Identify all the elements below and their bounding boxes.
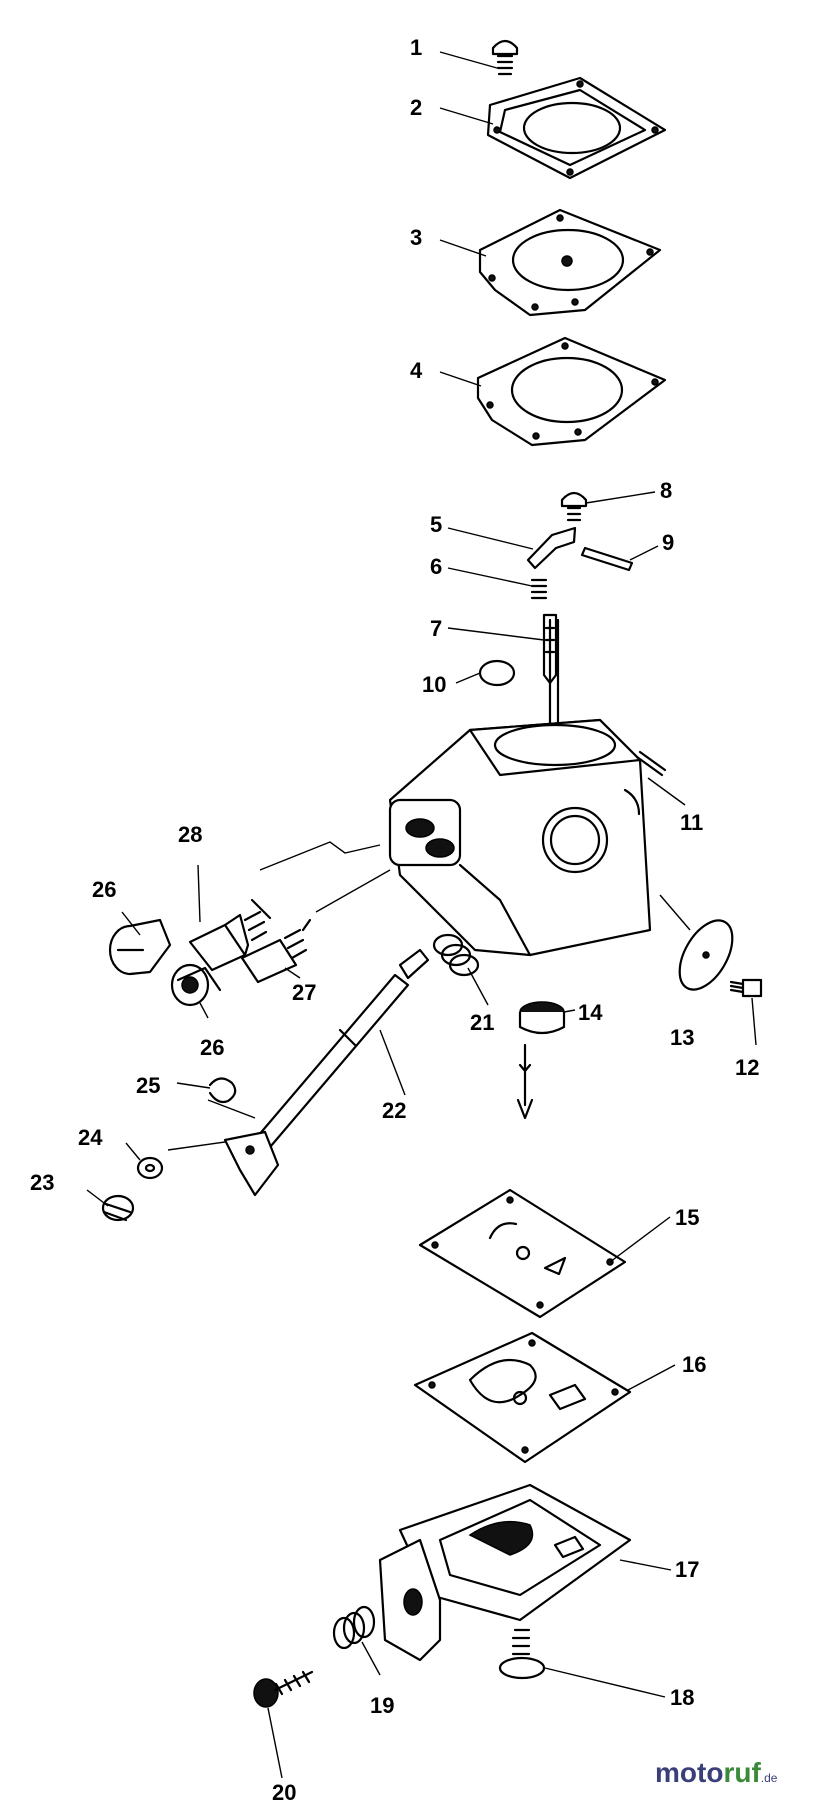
label-12: 12 [735,1055,759,1080]
label-28: 28 [178,822,202,847]
part-throttle-plate-13 [678,919,734,991]
part-pin-11 [635,750,667,777]
label-18: 18 [670,1685,694,1710]
part-pump-body-17 [378,1483,632,1662]
part-washer-24 [136,1156,164,1180]
part-gasket-16 [413,1331,632,1464]
label-14: 14 [578,1000,603,1025]
label-15: 15 [675,1205,699,1230]
part-needle-screw-27 [240,918,312,984]
part-screw-18 [498,1628,546,1680]
label-20: 20 [272,1780,296,1800]
label-10: 10 [422,672,446,697]
part-screw-23 [101,1194,135,1222]
label-19: 19 [370,1693,394,1718]
label-27: 27 [292,980,316,1005]
part-spring-21 [432,933,480,977]
part-clip-25 [208,1077,237,1104]
watermark-text: motoruf.de [655,1757,778,1788]
label-9: 9 [662,530,674,555]
part-spring-19 [332,1605,376,1650]
leader-lines [86,51,757,1779]
label-5: 5 [430,512,442,537]
label-26-lower: 26 [200,1035,224,1060]
label-3: 3 [410,225,422,250]
label-4: 4 [410,358,423,383]
part-gasket-15 [418,1188,627,1319]
assembly-arrow [516,1043,534,1120]
label-8: 8 [660,478,672,503]
part-lever-5 [526,526,577,570]
part-screw-8 [560,491,588,522]
part-carburetor-body [388,618,652,957]
label-22: 22 [382,1098,406,1123]
part-screw-20 [253,1670,314,1708]
part-labels: 1 2 3 4 5 6 7 8 9 10 11 12 13 14 15 16 1… [30,35,759,1800]
label-24: 24 [78,1125,103,1150]
part-cover-plate-2 [486,76,667,180]
label-17: 17 [675,1557,699,1582]
label-1: 1 [410,35,422,60]
label-25: 25 [136,1073,160,1098]
watermark-logo: motoruf.de [655,1757,778,1788]
part-diaphragm-3 [478,208,662,317]
label-23: 23 [30,1170,54,1195]
part-spring-6 [530,578,548,600]
label-6: 6 [430,554,442,579]
label-13: 13 [670,1025,694,1050]
part-disc-10 [478,659,516,687]
part-throttle-shaft-22 [223,948,430,1197]
label-16: 16 [682,1352,706,1377]
part-knob-26-lower [170,963,222,1007]
part-gasket-4 [476,336,667,447]
label-7: 7 [430,616,442,641]
label-2: 2 [410,95,422,120]
label-21: 21 [470,1010,494,1035]
part-needle-screw-28 [188,898,272,972]
part-pin-9 [580,546,634,572]
label-26-upper: 26 [92,877,116,902]
label-11: 11 [680,810,703,835]
part-screw-1 [491,39,519,76]
part-screw-12 [729,978,763,998]
part-filter-cap-14 [518,1001,566,1035]
part-knob-26-upper [108,918,172,976]
